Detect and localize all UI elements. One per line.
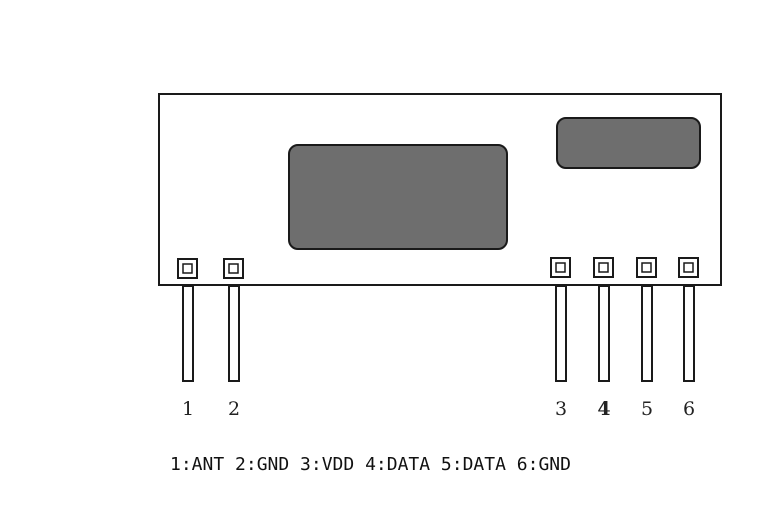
pin-1-pad-inner <box>182 263 193 274</box>
pin-2-label: 2 <box>228 398 240 420</box>
pin-4: 4 <box>593 257 614 420</box>
pin-3-label: 3 <box>555 398 567 420</box>
pin-4-lead <box>598 285 610 382</box>
pin-2-pad-inner <box>228 263 239 274</box>
pin-5-lead <box>641 285 653 382</box>
pin-6-pad-inner <box>683 262 694 273</box>
pin-5-pad-inner <box>641 262 652 273</box>
pin-2: 2 <box>223 258 244 420</box>
pin-3: 3 <box>550 257 571 420</box>
pin-1: 1 <box>177 258 198 420</box>
pin-2-lead <box>228 285 240 382</box>
pin-6-lead <box>683 285 695 382</box>
pin-5-label: 5 <box>641 398 653 420</box>
pin-5: 5 <box>636 257 657 420</box>
large-component-block <box>288 144 508 250</box>
pin-1-lead <box>182 285 194 382</box>
pin-3-lead <box>555 285 567 382</box>
pin-6: 6 <box>678 257 699 420</box>
pin-1-label: 1 <box>182 398 194 420</box>
pin-legend: 1:ANT 2:GND 3:VDD 4:DATA 5:DATA 6:GND <box>170 454 571 475</box>
pin-6-label: 6 <box>683 398 695 420</box>
pin-3-pad-inner <box>555 262 566 273</box>
small-component-block <box>556 117 701 169</box>
pin-4-pad-inner <box>598 262 609 273</box>
pin-4-label: 4 <box>597 398 610 420</box>
